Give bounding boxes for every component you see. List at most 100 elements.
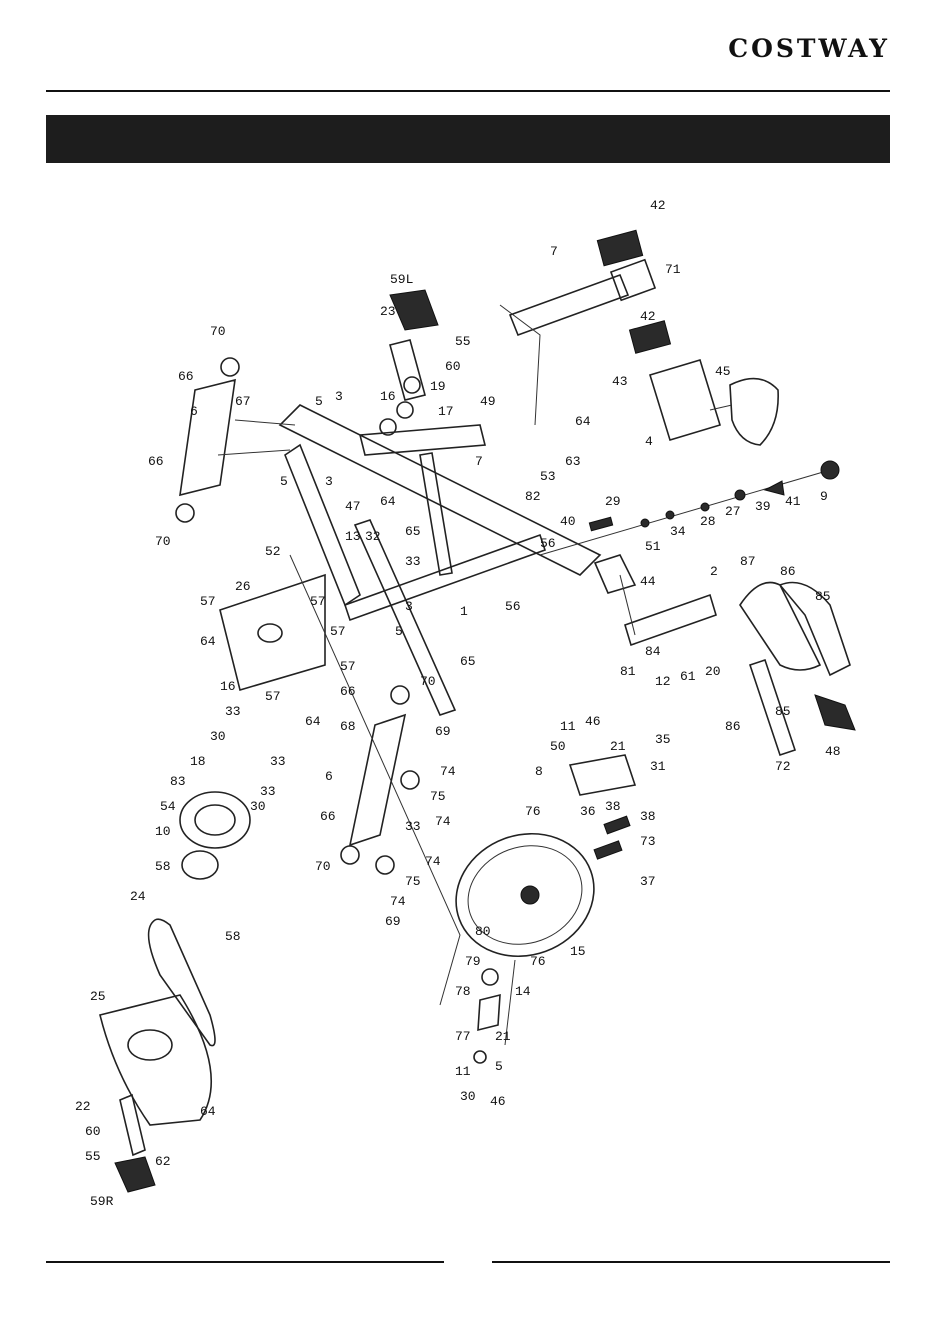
- svg-text:75: 75: [405, 874, 421, 889]
- svg-text:69: 69: [385, 914, 401, 929]
- svg-text:30: 30: [460, 1089, 476, 1104]
- svg-text:47: 47: [345, 499, 361, 514]
- right-crank-pedal: [114, 1093, 156, 1193]
- svg-text:70: 70: [420, 674, 436, 689]
- svg-text:3: 3: [335, 389, 343, 404]
- svg-text:9: 9: [820, 489, 828, 504]
- svg-text:21: 21: [495, 1029, 511, 1044]
- svg-text:55: 55: [455, 334, 471, 349]
- section-title-bar: [46, 115, 890, 163]
- svg-text:3: 3: [405, 599, 413, 614]
- svg-text:73: 73: [640, 834, 656, 849]
- svg-text:56: 56: [505, 599, 521, 614]
- callout-labels: 42 7 71 59L 23 55 60 19 17 16 3 5 67 6 7…: [75, 198, 841, 1209]
- header-divider: [46, 90, 890, 92]
- svg-text:6: 6: [325, 769, 333, 784]
- guide-lines: [289, 304, 636, 1006]
- svg-text:11: 11: [560, 719, 576, 734]
- svg-text:65: 65: [460, 654, 476, 669]
- svg-text:33: 33: [270, 754, 286, 769]
- svg-text:59R: 59R: [90, 1194, 114, 1209]
- svg-text:74: 74: [425, 854, 441, 869]
- svg-text:32: 32: [365, 529, 381, 544]
- svg-text:11: 11: [455, 1064, 471, 1079]
- svg-text:84: 84: [645, 644, 661, 659]
- main-frame: [278, 404, 602, 716]
- svg-text:86: 86: [725, 719, 741, 734]
- costway-logo: COSTWAY: [728, 34, 890, 63]
- svg-text:58: 58: [225, 929, 241, 944]
- svg-text:64: 64: [200, 634, 216, 649]
- svg-text:21: 21: [610, 739, 626, 754]
- svg-text:71: 71: [665, 262, 681, 277]
- svg-text:46: 46: [585, 714, 601, 729]
- svg-text:74: 74: [390, 894, 406, 909]
- svg-text:67: 67: [235, 394, 251, 409]
- svg-text:65: 65: [405, 524, 421, 539]
- svg-text:17: 17: [438, 404, 454, 419]
- chainwheel: [179, 791, 251, 880]
- svg-text:87: 87: [740, 554, 756, 569]
- svg-text:15: 15: [570, 944, 586, 959]
- svg-text:55: 55: [85, 1149, 101, 1164]
- svg-text:5: 5: [395, 624, 403, 639]
- svg-text:78: 78: [455, 984, 471, 999]
- svg-text:5: 5: [280, 474, 288, 489]
- svg-text:64: 64: [575, 414, 591, 429]
- svg-text:7: 7: [475, 454, 483, 469]
- svg-text:75: 75: [430, 789, 446, 804]
- flywheel-axle: [473, 959, 516, 1064]
- footer-divider-left: [46, 1261, 444, 1263]
- svg-text:57: 57: [340, 659, 356, 674]
- svg-text:25: 25: [90, 989, 106, 1004]
- svg-text:4: 4: [645, 434, 653, 449]
- svg-text:8: 8: [535, 764, 543, 779]
- svg-text:64: 64: [380, 494, 396, 509]
- svg-text:70: 70: [210, 324, 226, 339]
- svg-text:30: 30: [210, 729, 226, 744]
- svg-text:72: 72: [775, 759, 791, 774]
- svg-text:33: 33: [225, 704, 241, 719]
- left-crank-pedal: [379, 289, 439, 436]
- svg-text:52: 52: [265, 544, 281, 559]
- tension-knob-assembly: [539, 460, 840, 556]
- svg-text:40: 40: [560, 514, 576, 529]
- svg-text:62: 62: [155, 1154, 171, 1169]
- svg-text:77: 77: [455, 1029, 471, 1044]
- svg-text:85: 85: [815, 589, 831, 604]
- svg-text:42: 42: [640, 309, 656, 324]
- svg-text:18: 18: [190, 754, 206, 769]
- svg-text:38: 38: [605, 799, 621, 814]
- svg-text:16: 16: [380, 389, 396, 404]
- svg-text:41: 41: [785, 494, 801, 509]
- svg-text:42: 42: [650, 198, 666, 213]
- svg-text:57: 57: [265, 689, 281, 704]
- svg-text:46: 46: [490, 1094, 506, 1109]
- svg-text:80: 80: [475, 924, 491, 939]
- exploded-parts-diagram: 42 7 71 59L 23 55 60 19 17 16 3 5 67 6 7…: [75, 198, 856, 1209]
- svg-text:57: 57: [330, 624, 346, 639]
- svg-text:26: 26: [235, 579, 251, 594]
- svg-text:86: 86: [780, 564, 796, 579]
- rear-stabilizer: [340, 685, 420, 875]
- front-stabilizer: [175, 357, 296, 523]
- svg-text:43: 43: [612, 374, 628, 389]
- handlebar: [739, 581, 856, 757]
- svg-text:1: 1: [460, 604, 468, 619]
- svg-text:69: 69: [435, 724, 451, 739]
- svg-text:13: 13: [345, 529, 361, 544]
- svg-text:66: 66: [340, 684, 356, 699]
- seat-post: [508, 229, 722, 441]
- svg-text:61: 61: [680, 669, 696, 684]
- svg-text:50: 50: [550, 739, 566, 754]
- svg-text:6: 6: [190, 404, 198, 419]
- svg-text:45: 45: [715, 364, 731, 379]
- svg-text:49: 49: [480, 394, 496, 409]
- svg-text:83: 83: [170, 774, 186, 789]
- svg-text:82: 82: [525, 489, 541, 504]
- svg-text:39: 39: [755, 499, 771, 514]
- svg-text:70: 70: [155, 534, 171, 549]
- flywheel: [455, 832, 595, 958]
- svg-text:12: 12: [655, 674, 671, 689]
- svg-text:57: 57: [200, 594, 216, 609]
